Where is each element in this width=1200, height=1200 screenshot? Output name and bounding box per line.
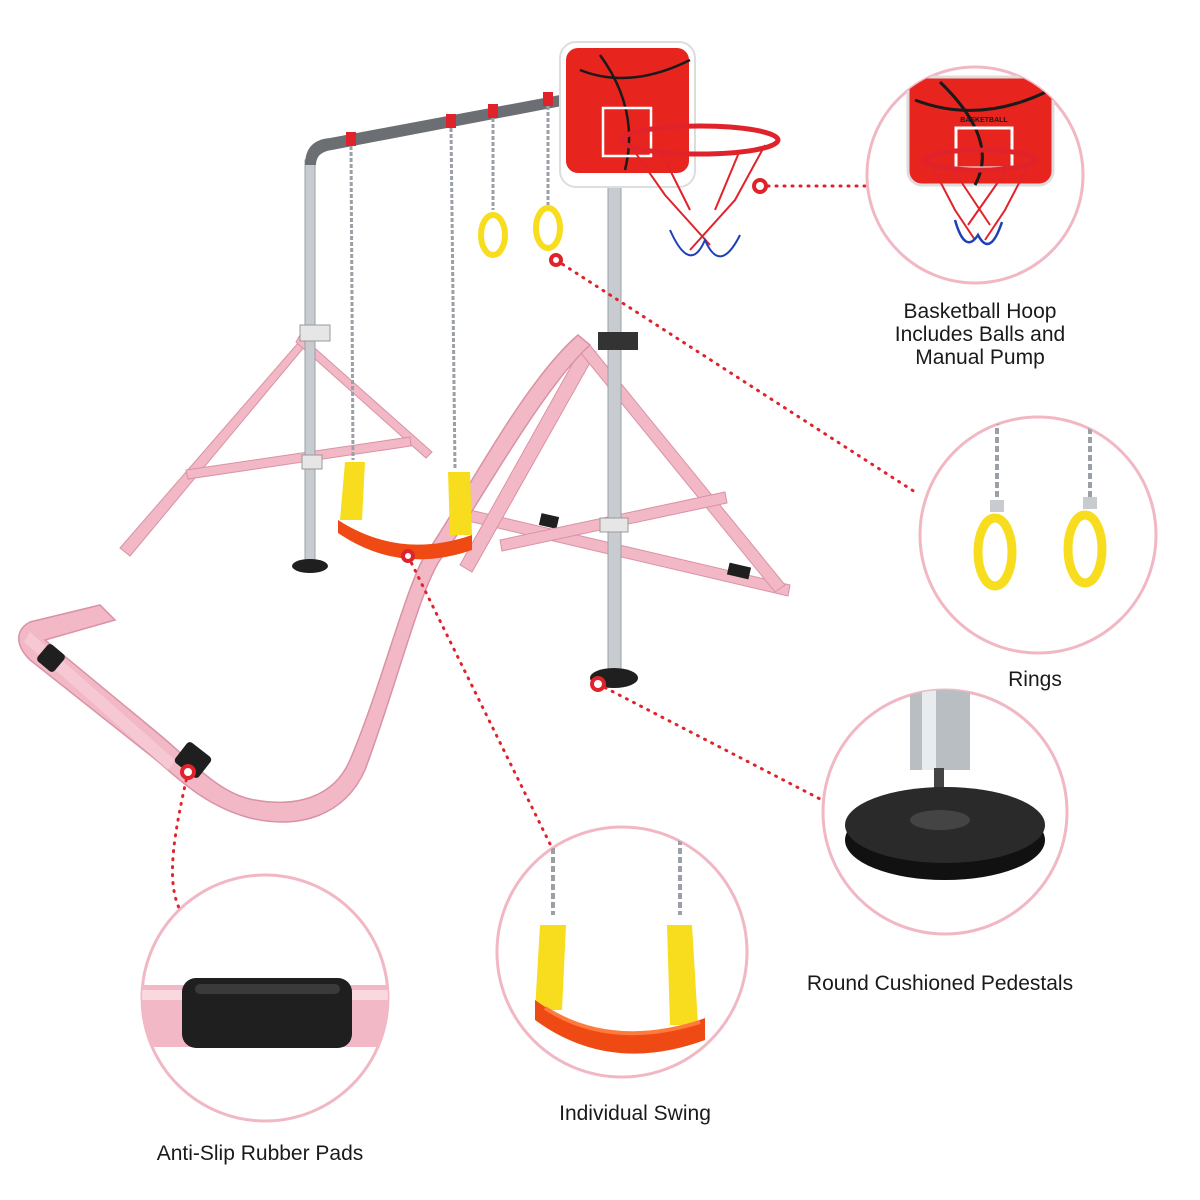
- gymnastic-rings-icon: [973, 417, 1107, 591]
- pedestals-label: Round Cushioned Pedestals: [806, 972, 1074, 995]
- main-swing-seat: [338, 462, 472, 560]
- swing-label: Individual Swing: [559, 1102, 711, 1125]
- rings-label: Rings: [1008, 668, 1062, 691]
- swing-detail-circle: [495, 825, 749, 1079]
- swing-set-frame: [18, 92, 791, 823]
- main-basketball-hoop: [559, 41, 781, 258]
- callout-lines: [171, 184, 917, 912]
- pads-label: Anti-Slip Rubber Pads: [156, 1142, 364, 1165]
- swing-and-rings: [349, 106, 550, 471]
- hoop-label-line-3: Manual Pump: [915, 346, 1045, 369]
- hoop-label: Basketball Hoop Includes Balls and Manua…: [855, 300, 1105, 369]
- rubber-pad-icon: [142, 978, 388, 1048]
- main-rings: [478, 205, 563, 258]
- pad-detail-circle: [140, 873, 390, 1123]
- pedestal-detail-circle: [821, 688, 1069, 936]
- basketball-hoop-icon: BASKETBALL: [906, 75, 1055, 246]
- callout-markers: [180, 178, 768, 780]
- hoop-label-line-2: Includes Balls and: [894, 323, 1066, 346]
- hoop-detail-circle: BASKETBALL: [865, 65, 1085, 285]
- swing-seat-icon: [535, 830, 705, 1054]
- cushioned-pedestal-icon: [845, 690, 1045, 880]
- backboard-text: BASKETBALL: [960, 117, 1008, 124]
- rings-detail-circle: [918, 415, 1158, 655]
- hoop-label-line-1: Basketball Hoop: [903, 300, 1057, 323]
